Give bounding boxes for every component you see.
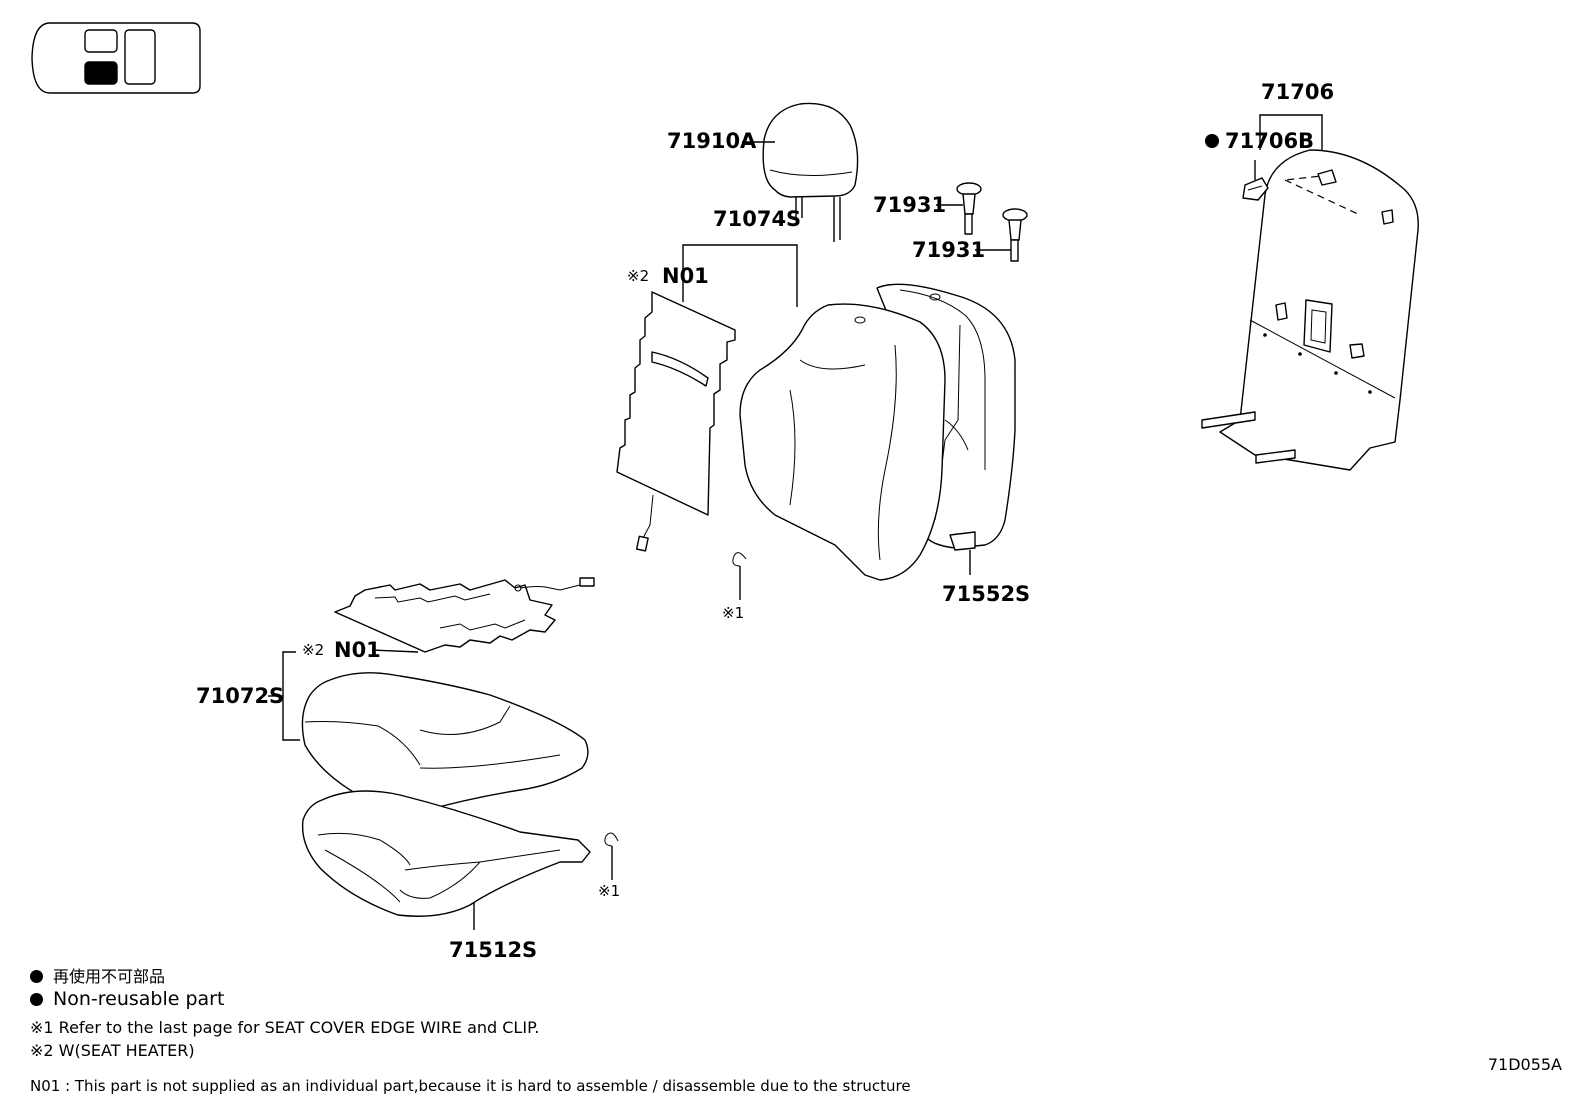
- headrest-support-upper-drawing: [956, 182, 982, 235]
- part-label-back-pad: 71552S: [942, 582, 1030, 606]
- cushion-heater-drawing: [334, 577, 595, 653]
- seat-back-drawing: [739, 283, 1016, 581]
- heater-ref-mark: ※2: [627, 267, 649, 285]
- cushion-clip-drawing: [604, 832, 619, 880]
- note-n01: N01 : This part is not supplied as an in…: [30, 1077, 911, 1095]
- part-label-back-heater: N01: [662, 264, 709, 288]
- seat-position-locator-icon: [31, 22, 201, 94]
- non-reusable-bullet-icon: [30, 993, 43, 1006]
- headrest-drawing: [762, 102, 859, 242]
- part-label-headrest: 71910A: [667, 129, 757, 153]
- note-ref1: ※1 Refer to the last page for SEAT COVER…: [30, 1018, 540, 1037]
- part-label-headrest-support-lower: 71931: [912, 238, 985, 262]
- note-ref2: ※2 W(SEAT HEATER): [30, 1041, 195, 1060]
- back-clip-ref-mark: ※1: [722, 604, 744, 622]
- part-label-back-cover: 71074S: [713, 207, 801, 231]
- back-clip-drawing: [732, 552, 747, 600]
- cushion-clip-ref-mark: ※1: [598, 882, 620, 900]
- non-reusable-bullet-icon: [30, 970, 43, 983]
- figure-code: 71D055A: [1487, 1055, 1562, 1074]
- part-label-cushion-pad: 71512S: [449, 938, 537, 962]
- headrest-support-lower-drawing: [1002, 208, 1028, 262]
- part-label-back-board: 71706: [1261, 80, 1334, 104]
- note-nonreusable-en: Non-reusable part: [30, 988, 224, 1010]
- back-heater-drawing: [616, 291, 736, 552]
- cushion-heater-ref-mark: ※2: [302, 641, 324, 659]
- part-label-back-board-clip: 71706B: [1225, 129, 1314, 153]
- back-board-drawing: [1201, 149, 1419, 471]
- note-nonreusable-jp: 再使用不可部品: [30, 963, 165, 987]
- non-reusable-marker-icon: [1205, 134, 1219, 148]
- cushion-cover-drawing: [301, 672, 589, 814]
- part-label-headrest-support-upper: 71931: [873, 193, 946, 217]
- cushion-pad-drawing: [301, 790, 591, 917]
